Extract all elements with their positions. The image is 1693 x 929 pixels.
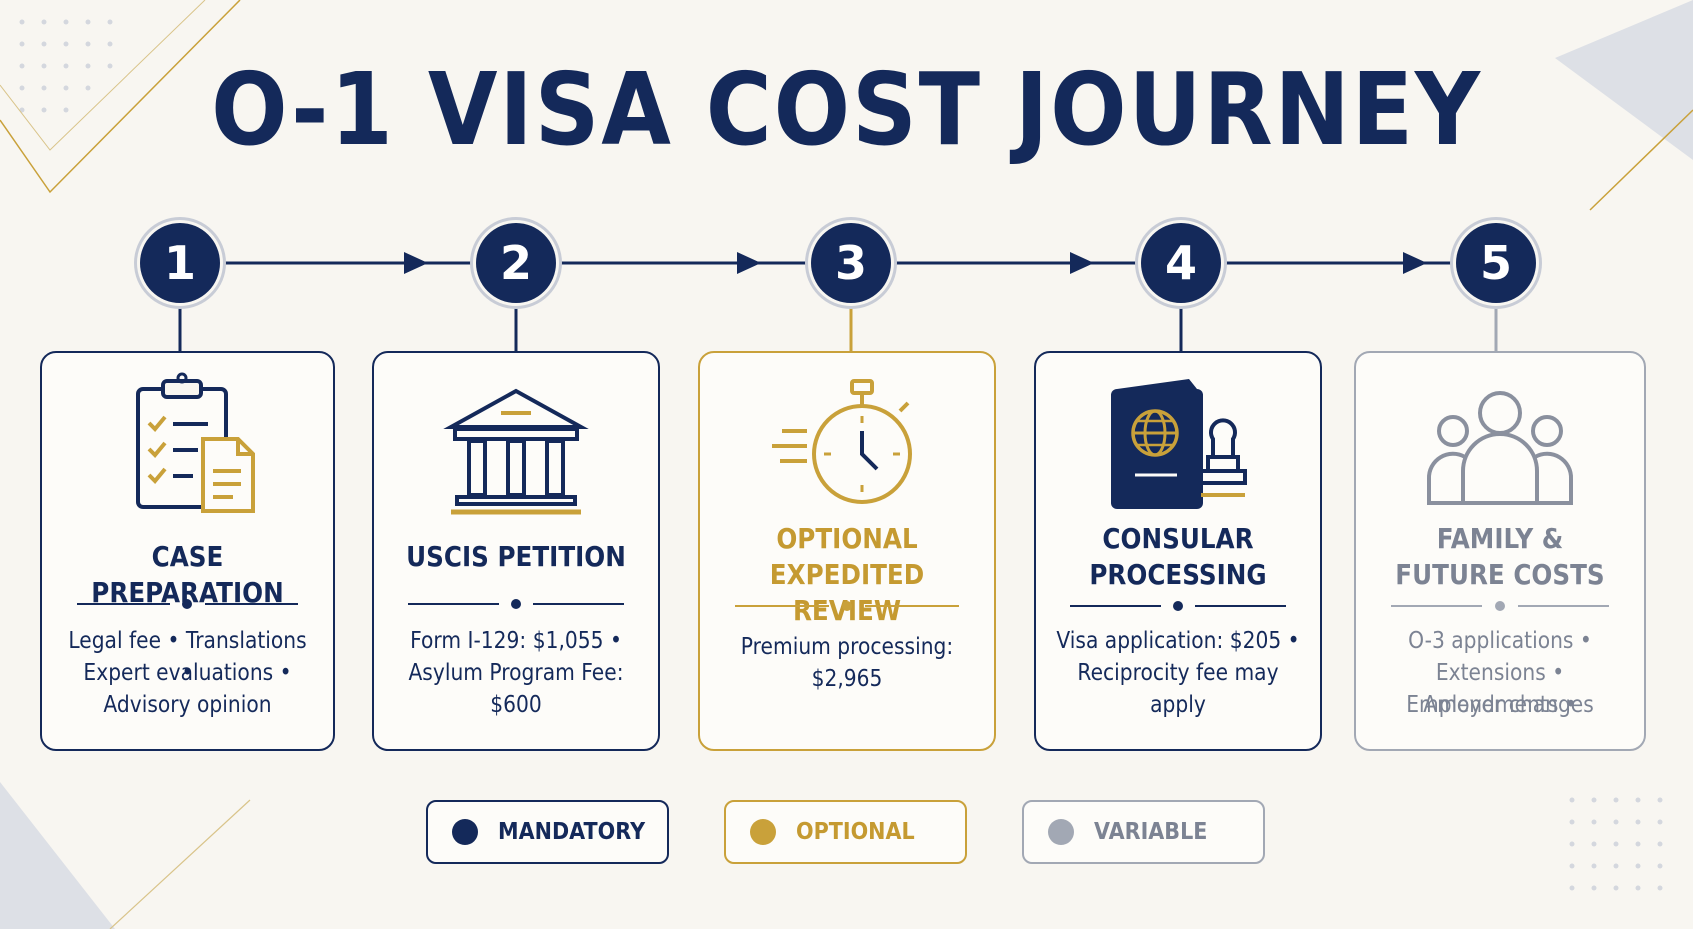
card-title: CONSULAR <box>1102 522 1254 555</box>
card-description-line: Reciprocity fee may apply <box>1077 660 1279 718</box>
step-3-number: 3 <box>811 223 891 303</box>
stopwatch-icon <box>772 379 912 504</box>
step-card-case-preparation: CASE PREPARATION Legal fee • Translation… <box>40 351 335 751</box>
card-title: PROCESSING <box>1089 558 1267 591</box>
card-description-line: Form I-129: $1,055 • <box>410 628 622 654</box>
card-divider <box>735 601 959 611</box>
page-title: O-1 VISA COST JOURNEY <box>211 51 1482 168</box>
card-title: EXPEDITED REVIEW <box>769 558 925 627</box>
legend-mandatory: MANDATORY <box>426 800 669 864</box>
card-title: USCIS PETITION <box>406 540 626 573</box>
card-description-line: Premium processing: $2,965 <box>740 634 954 692</box>
legend-label: MANDATORY <box>498 819 646 845</box>
legend-label: VARIABLE <box>1094 819 1208 845</box>
step-card-family-future-costs: FAMILY & FUTURE COSTS O-3 applications •… <box>1354 351 1646 751</box>
legend-optional: OPTIONAL <box>724 800 967 864</box>
legend-dot-icon <box>1048 819 1074 845</box>
card-title: FUTURE COSTS <box>1395 558 1605 591</box>
step-1-number: 1 <box>140 223 220 303</box>
card-divider <box>1070 601 1286 611</box>
step-card-uscis-petition: USCIS PETITION Form I-129: $1,055 • Asyl… <box>372 351 660 751</box>
family-group-icon <box>1426 391 1574 505</box>
card-description-line: O-3 applications • <box>1408 628 1592 654</box>
card-description-line: Extensions • Amendments • <box>1423 660 1577 718</box>
arrow-icon <box>737 252 761 274</box>
card-divider <box>408 599 624 609</box>
card-description-line: Expert evaluations • <box>83 660 292 686</box>
step-2-number: 2 <box>476 223 556 303</box>
arrow-icon <box>404 252 428 274</box>
legend-dot-icon <box>750 819 776 845</box>
legend-dot-icon <box>452 819 478 845</box>
step-card-consular-processing: CONSULAR PROCESSING Visa application: $2… <box>1034 351 1322 751</box>
legend-label: OPTIONAL <box>796 819 915 845</box>
card-description-line: Visa application: $205 • <box>1056 628 1300 654</box>
card-title: FAMILY & <box>1436 522 1564 555</box>
card-divider <box>1390 601 1610 611</box>
passport-stamp-icon <box>1111 379 1247 509</box>
card-description-line: Advisory opinion <box>103 692 272 718</box>
legend-variable: VARIABLE <box>1022 800 1265 864</box>
card-description-line: Legal fee • Translations • <box>68 628 307 686</box>
arrow-icon <box>1070 252 1094 274</box>
step-card-optional-expedited-review: OPTIONAL EXPEDITED REVIEW Premium proces… <box>698 351 996 751</box>
arrow-icon <box>1403 252 1427 274</box>
card-title: OPTIONAL <box>776 522 918 555</box>
government-building-icon <box>443 388 589 515</box>
card-divider <box>76 599 299 609</box>
step-4-number: 4 <box>1141 223 1221 303</box>
step-5-number: 5 <box>1456 223 1536 303</box>
clipboard-checklist-icon <box>135 372 255 513</box>
card-description-line: Asylum Program Fee: $600 <box>408 660 624 718</box>
card-description-line: Employer changes <box>1406 692 1594 718</box>
